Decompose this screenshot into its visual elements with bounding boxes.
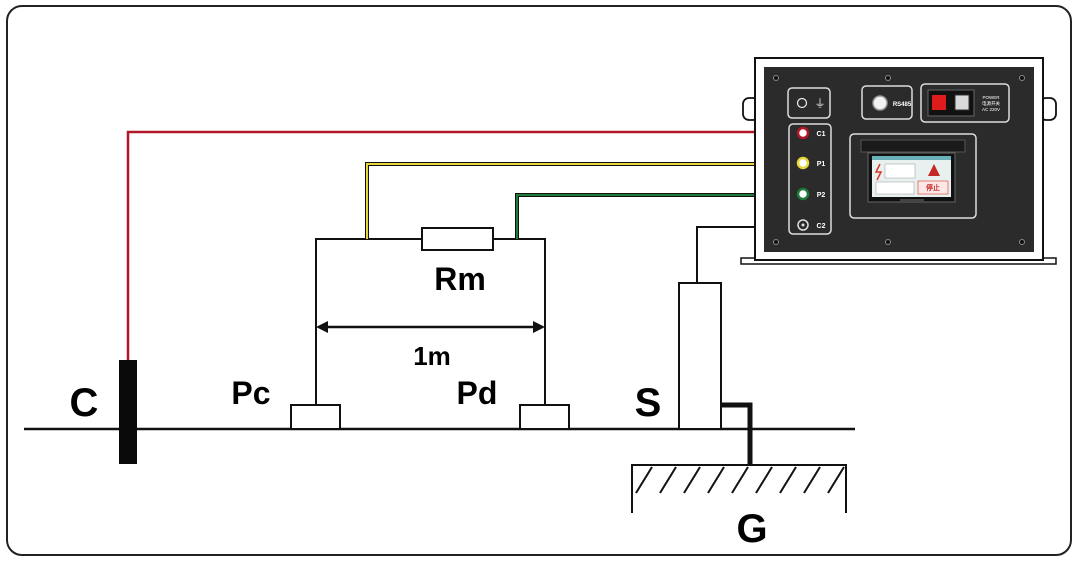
s-sample xyxy=(678,282,722,430)
stop-button[interactable] xyxy=(917,180,949,195)
distance-arrow-right xyxy=(533,321,545,333)
terminal-c2-label: C2 xyxy=(817,223,826,230)
terminal-p1[interactable] xyxy=(796,156,810,170)
wire-p2 xyxy=(516,194,802,239)
terminal-p1-label: P1 xyxy=(817,161,826,168)
lightning-icon xyxy=(874,163,883,181)
fuse-icon xyxy=(796,97,808,109)
display-hood xyxy=(860,139,966,153)
power-switch[interactable] xyxy=(932,95,946,110)
power-voltage-label: AC 220V xyxy=(982,107,1000,112)
g-ground xyxy=(631,464,847,513)
wire-c1 xyxy=(126,130,802,360)
screen-slot xyxy=(900,199,924,202)
wire-p1 xyxy=(366,163,802,239)
label-g: G xyxy=(736,507,767,551)
distance-arrow-left xyxy=(316,321,328,333)
label-distance: 1m xyxy=(413,341,451,371)
display-bezel xyxy=(849,133,977,219)
label-pc: Pc xyxy=(231,375,270,411)
screen-reading xyxy=(884,163,916,179)
screws xyxy=(773,75,1025,245)
rs485-box xyxy=(861,85,913,120)
rm-resistor xyxy=(421,227,494,251)
label-pd: Pd xyxy=(457,375,498,411)
label-s: S xyxy=(635,381,662,425)
pc-probe xyxy=(290,404,341,430)
diagram-frame xyxy=(6,5,1072,556)
power-box xyxy=(920,83,1010,123)
power-switch-label: 电源开关 xyxy=(982,100,1000,107)
label-c: C xyxy=(70,381,99,425)
terminal-c1[interactable] xyxy=(796,126,810,140)
s-ground-connector xyxy=(721,402,753,465)
terminal-p2-label: P2 xyxy=(817,192,826,199)
rs485-label: RS485 xyxy=(893,102,912,108)
ground-symbol-icon: ⏚ xyxy=(815,97,826,110)
power-inlet[interactable] xyxy=(954,94,970,111)
tester-device: ⏚ RS485 POWER 电源开关 AC 220V C1 P1 P2 C2 xyxy=(740,57,1057,265)
terminal-c1-label: C1 xyxy=(817,131,826,138)
terminal-c2-center xyxy=(801,223,805,227)
screen-data-panel xyxy=(875,181,915,195)
stop-button-label: 停止 xyxy=(926,183,940,192)
c-electrode xyxy=(119,360,137,464)
rs485-port[interactable] xyxy=(872,95,888,111)
warning-icon xyxy=(928,164,940,176)
power-label: POWER xyxy=(982,95,1000,100)
pd-probe xyxy=(519,404,570,430)
screen-header xyxy=(872,156,951,160)
indicator-box xyxy=(787,87,831,119)
terminal-p2[interactable] xyxy=(796,187,810,201)
ground-hatching xyxy=(635,466,845,494)
terminal-box xyxy=(788,123,832,235)
label-rm: Rm xyxy=(434,261,486,297)
probe-frame xyxy=(315,238,546,405)
